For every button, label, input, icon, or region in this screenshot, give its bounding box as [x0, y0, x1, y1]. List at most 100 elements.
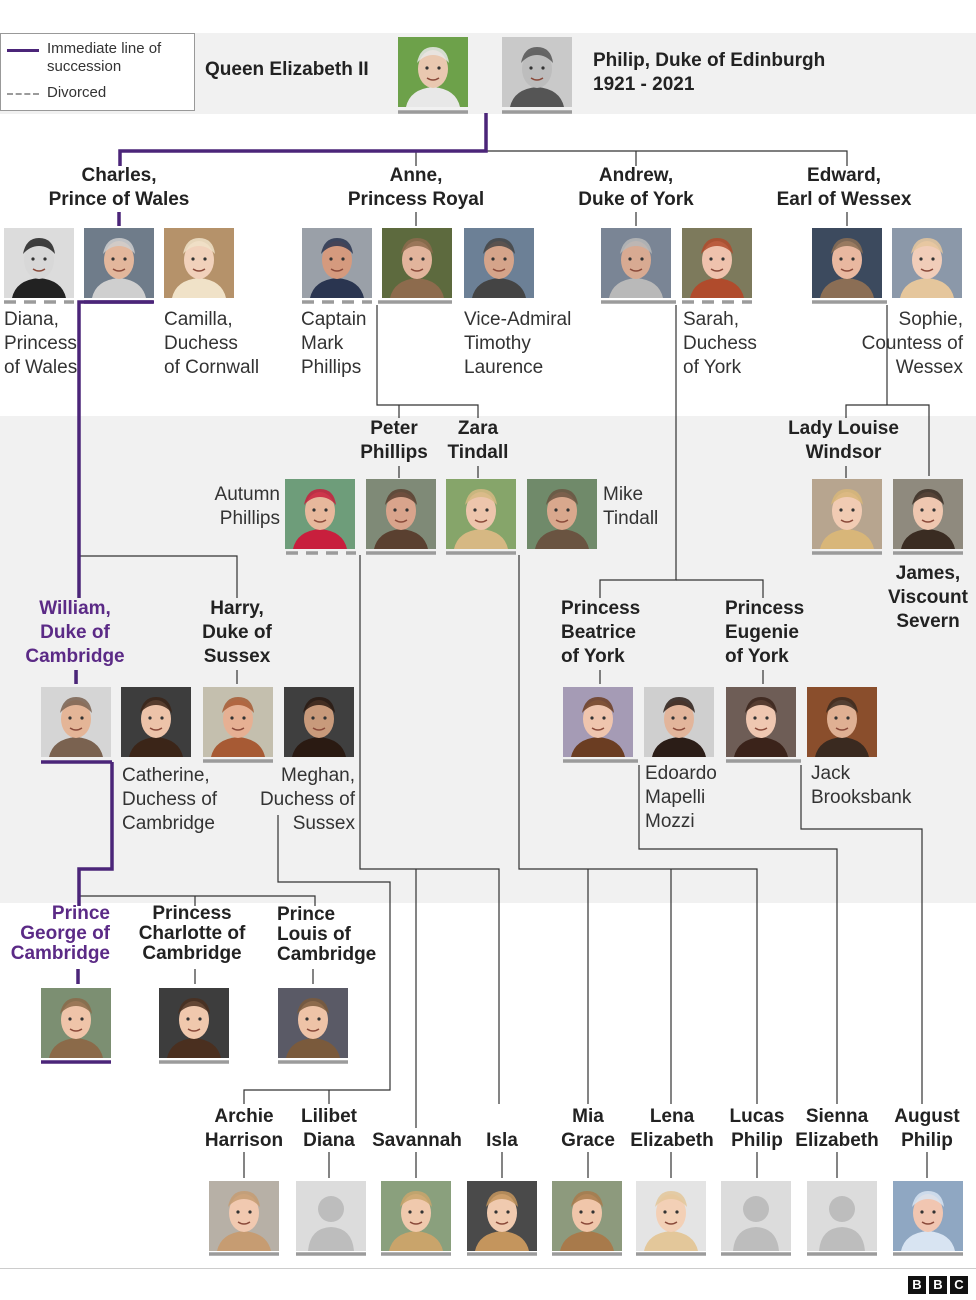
portrait-charlotte-image [159, 988, 229, 1058]
portrait-sarah [682, 228, 752, 298]
portrait-catherine-image [121, 687, 191, 757]
portrait-diana [4, 228, 74, 298]
portrait-peter-image [366, 479, 436, 549]
portrait-zara-image [446, 479, 516, 549]
portrait-timothy-image [464, 228, 534, 298]
connector-phillips-children [359, 555, 500, 1104]
portrait-savannah-image [381, 1181, 451, 1251]
portrait-eugenie-image [726, 687, 796, 757]
name-autumn-phillips: Autumn Phillips [214, 484, 280, 529]
legend-divorced-label: Divorced [47, 84, 107, 101]
name-charles: Charles, Prince of Wales [48, 165, 190, 210]
divorced-swatch [7, 93, 39, 95]
portrait-charles [84, 228, 154, 298]
portrait-catherine [121, 687, 191, 757]
name-james: James, Viscount Severn [888, 563, 968, 632]
portrait-august-image [893, 1181, 963, 1251]
name-edward: Edward, Earl of Wessex [776, 165, 912, 210]
portrait-mark [302, 228, 372, 298]
name-isla: Isla [486, 1130, 518, 1151]
divorced-markers [4, 300, 752, 555]
name-peter-phillips: Peter Phillips [360, 418, 428, 463]
portrait-sarah-image [682, 228, 752, 298]
portrait-archie [209, 1181, 279, 1251]
portrait-sophie [892, 228, 962, 298]
portrait-louis [278, 988, 348, 1058]
philip-years: 1921 - 2021 [593, 74, 695, 95]
bbc-logo-letter-3: C [950, 1276, 968, 1294]
portrait-philip [502, 37, 572, 107]
portrait-lucas [721, 1181, 791, 1251]
connector-tindall-children [518, 555, 758, 1104]
connector-to-edward [486, 150, 848, 166]
portrait-beatrice [563, 687, 633, 757]
portrait-zara [446, 479, 516, 549]
portrait-queen [398, 37, 468, 107]
portrait-meghan-image [284, 687, 354, 757]
portrait-beatrice-image [563, 687, 633, 757]
bbc-logo: B B C [908, 1276, 968, 1294]
name-august: August Philip [894, 1106, 960, 1151]
connector-to-eugenie [676, 579, 764, 598]
portrait-lena-image [636, 1181, 706, 1251]
portrait-harry-image [203, 687, 273, 757]
name-savannah: Savannah [372, 1130, 462, 1151]
name-camilla: Camilla, Duchess of Cornwall [164, 309, 260, 378]
portrait-mike [527, 479, 597, 549]
portrait-isla-image [467, 1181, 537, 1251]
portrait-jack [807, 687, 877, 757]
legend: Immediate line of succession Divorced [0, 33, 195, 111]
portrait-louise [812, 479, 882, 549]
name-meghan: Meghan, Duchess of Sussex [259, 765, 355, 834]
connector-andrew-children [599, 305, 677, 598]
photo-underlines [159, 110, 963, 1256]
name-lena: Lena Elizabeth [630, 1106, 714, 1151]
portrait-lilibet [296, 1181, 366, 1251]
portrait-mia-image [552, 1181, 622, 1251]
portrait-james-image [893, 479, 963, 549]
name-louis: Prince Louis of Cambridge [277, 904, 377, 965]
succession-swatch [7, 49, 39, 52]
name-queen-elizabeth: Queen Elizabeth II [205, 59, 369, 80]
name-anne: Anne, Princess Royal [347, 165, 485, 210]
name-archie: Archie Harrison [204, 1106, 284, 1151]
name-lilibet: Lilibet Diana [301, 1106, 357, 1151]
portrait-eugenie [726, 687, 796, 757]
portrait-william-image [41, 687, 111, 757]
name-mark-phillips: Captain Mark Phillips [301, 309, 367, 378]
footer-divider [0, 1268, 976, 1269]
connector-cambridge-children [79, 895, 316, 906]
name-lady-louise: Lady Louise Windsor [788, 418, 899, 463]
name-charlotte: Princess Charlotte of Cambridge [138, 903, 246, 964]
portrait-mike-image [527, 479, 597, 549]
name-diana: Diana, Princess of Wales [4, 309, 78, 378]
name-george: Prince George of Cambridge [10, 903, 110, 964]
portrait-queen-image [398, 37, 468, 107]
portrait-mark-image [302, 228, 372, 298]
portrait-meghan [284, 687, 354, 757]
portrait-george [41, 988, 111, 1058]
name-harry: Harry, Duke of Sussex [202, 598, 272, 667]
portrait-peter [366, 479, 436, 549]
bbc-logo-letter-1: B [908, 1276, 926, 1294]
portrait-savannah [381, 1181, 451, 1251]
portrait-autumn-image [285, 479, 355, 549]
portrait-philip-image [502, 37, 572, 107]
portrait-sienna [807, 1181, 877, 1251]
name-william: William, Duke of Cambridge [25, 598, 125, 667]
name-sienna: Sienna Elizabeth [795, 1106, 879, 1151]
succession-underlines [41, 300, 154, 1064]
legend-succession: Immediate line of succession [7, 40, 177, 76]
portrait-autumn [285, 479, 355, 549]
legend-divorced: Divorced [7, 84, 106, 102]
name-timothy-laurence: Vice-Admiral Timothy Laurence [464, 309, 572, 378]
portrait-timothy [464, 228, 534, 298]
connector-edward-children [845, 404, 930, 476]
connector-anne-children [376, 305, 479, 418]
portrait-anne-image [382, 228, 452, 298]
connector-to-august [800, 765, 923, 1104]
portrait-camilla [164, 228, 234, 298]
portrait-camilla-image [164, 228, 234, 298]
legend-succession-label: Immediate line of succession [47, 40, 162, 75]
portrait-anne [382, 228, 452, 298]
